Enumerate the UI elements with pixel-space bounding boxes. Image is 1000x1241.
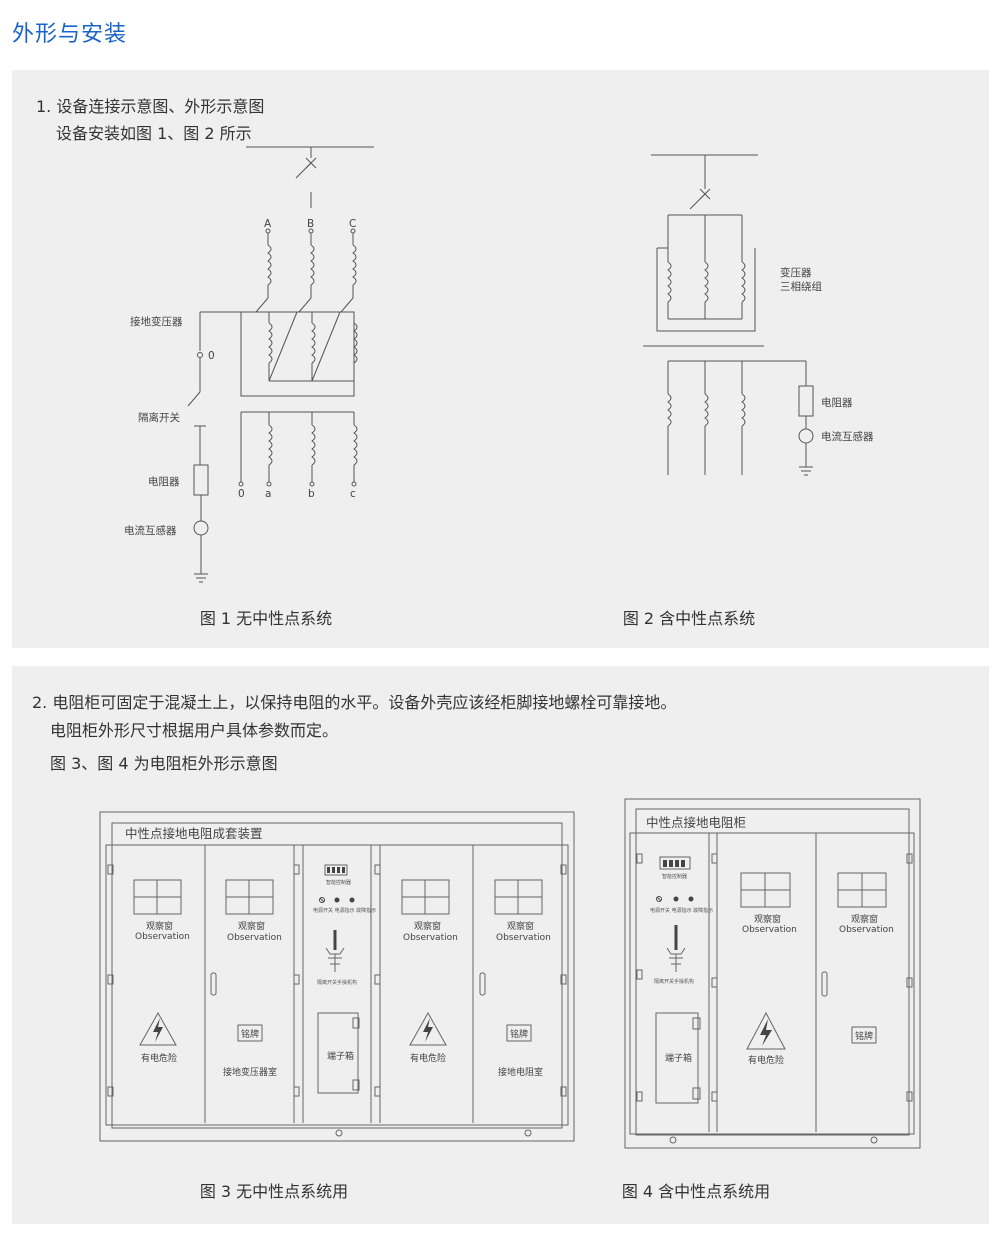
- fig3-nameplate-label: 铭牌: [241, 1028, 259, 1040]
- transformer-label: 变压器: [780, 266, 812, 279]
- phase-label-c: C: [349, 218, 356, 230]
- section1-subheading: 设备安装如图 1、图 2 所示: [56, 124, 252, 143]
- fig3-caption: 图 3 无中性点系统用: [199, 1182, 349, 1201]
- fig4-caption: 图 4 含中性点系统用: [621, 1182, 771, 1201]
- fig3-transformer-room-label: 接地变压器室: [223, 1066, 277, 1078]
- fig3-danger-label: 有电危险: [141, 1052, 177, 1064]
- fig3-header-label: 中性点接地电阻成套装置: [125, 826, 263, 841]
- fig3-window-label-cn: 观察窗: [238, 920, 265, 932]
- fig3-nameplate-label: 铭牌: [510, 1028, 528, 1040]
- fig3-window-label-en: Observation: [135, 932, 190, 942]
- fig3-window-label-cn: 观察窗: [507, 920, 534, 932]
- resistor-label: 电阻器: [821, 396, 853, 409]
- section2-heading: 2. 电阻柜可固定于混凝土上，以保持电阻的水平。设备外壳应该经柜脚接地螺栓可靠接…: [32, 693, 677, 712]
- fig3-controller-label: 智能控制器: [326, 879, 351, 886]
- fig3-window-label-en: Observation: [496, 933, 551, 943]
- fig4-header-label: 中性点接地电阻柜: [646, 815, 746, 830]
- terminal-label-c: c: [350, 488, 356, 500]
- fig3-window-label-en: Observation: [227, 933, 282, 943]
- fig3-window-label-cn: 观察窗: [414, 920, 441, 932]
- page-title: 外形与安装: [12, 22, 128, 47]
- fig4-nameplate-label: 铭牌: [855, 1030, 873, 1042]
- fig3-terminal-box-label: 端子箱: [327, 1050, 354, 1062]
- phase-label-b: B: [307, 218, 314, 230]
- grounding-transformer-label: 接地变压器: [130, 315, 183, 328]
- fig2-caption: 图 2 含中性点系统: [622, 609, 756, 628]
- fig3-danger-label: 有电危险: [410, 1052, 446, 1064]
- fig4-indicator-labels: 电源开关 电源指示 故障指示: [650, 907, 713, 914]
- fig3-resistor-room-label: 接地电阻室: [498, 1066, 543, 1078]
- fig4-terminal-box-label: 端子箱: [665, 1052, 692, 1064]
- fig3-switch-mechanism-label: 隔离开关手操机构: [317, 979, 357, 986]
- fig3-window-label-cn: 观察窗: [146, 920, 173, 932]
- resistor-label: 电阻器: [148, 475, 180, 488]
- fig4-danger-label: 有电危险: [748, 1054, 784, 1066]
- phase-label-a: A: [264, 218, 272, 230]
- fig4-controller-label: 智能控制器: [662, 873, 687, 880]
- terminal-label-0: 0: [238, 488, 245, 500]
- cabinet-outline-panel: [12, 666, 989, 1224]
- section2-figure-note: 图 3、图 4 为电阻柜外形示意图: [50, 754, 278, 773]
- terminal-label-a: a: [265, 488, 271, 500]
- section1-heading: 1. 设备连接示意图、外形示意图: [36, 97, 265, 116]
- current-transformer-label: 电流互感器: [821, 430, 874, 443]
- fig1-caption: 图 1 无中性点系统: [199, 609, 333, 628]
- fig4-window-label-en: Observation: [839, 925, 894, 935]
- section2-size-note: 电阻柜外形尺寸根据用户具体参数而定。: [50, 721, 339, 740]
- isolating-switch-label: 隔离开关: [138, 411, 180, 424]
- fig3-indicator-labels: 电源开关 电源指示 故障指示: [313, 907, 376, 914]
- fig4-switch-mechanism-label: 隔离开关手操机构: [654, 978, 694, 985]
- neutral-label: 0: [208, 350, 215, 362]
- fig4-window-label-en: Observation: [742, 925, 797, 935]
- current-transformer-label: 电流互感器: [124, 524, 177, 537]
- fig4-window-label-cn: 观察窗: [851, 913, 878, 925]
- fig4-window-label-cn: 观察窗: [754, 913, 781, 925]
- terminal-label-b: b: [308, 488, 315, 500]
- fig3-window-label-en: Observation: [403, 933, 458, 943]
- three-phase-winding-label: 三相绕组: [780, 280, 822, 293]
- connection-diagram-panel: [12, 70, 989, 648]
